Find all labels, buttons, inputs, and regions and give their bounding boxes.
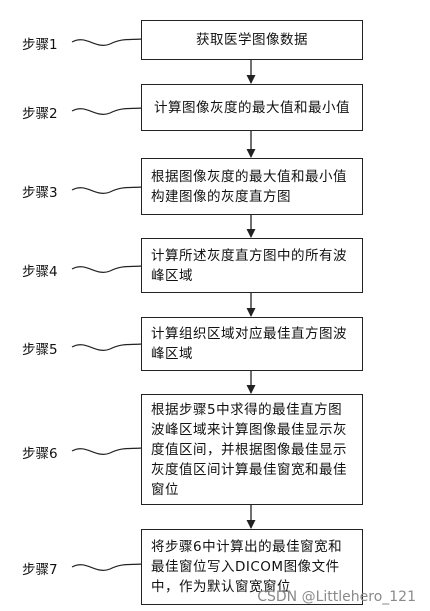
step-1-label: 步骤1 xyxy=(22,37,58,53)
leader-line-6 xyxy=(71,447,143,455)
step-3-text: 根据图像灰度的最大值和最小值构建图像的灰度直方图 xyxy=(151,168,347,205)
step-6-text: 根据步骤5中求得的最佳直方图波峰区域来计算图像最佳显示灰度值区间，并根据图像最佳… xyxy=(151,401,347,498)
step-7-box: 将步骤6中计算出的最佳窗宽和最佳窗位写入DICOM图像文件中，作为默认窗宽窗位 xyxy=(141,529,363,605)
step-2-text: 计算图像灰度的最大值和最小值 xyxy=(154,99,350,116)
step-2-label: 步骤2 xyxy=(22,106,58,122)
step-4-label: 步骤4 xyxy=(22,264,58,280)
leader-line-7 xyxy=(71,563,143,571)
step-1-box: 获取医学图像数据 xyxy=(141,20,363,60)
leader-line-2 xyxy=(71,107,143,115)
leader-line-3 xyxy=(71,186,143,194)
leader-line-4 xyxy=(71,265,143,273)
step-1-text: 获取医学图像数据 xyxy=(196,32,308,48)
step-5-text: 计算组织区域对应最佳直方图波峰区域 xyxy=(151,326,347,362)
leader-line-5 xyxy=(71,343,143,351)
step-3-label: 步骤3 xyxy=(22,185,58,201)
step-3-box: 根据图像灰度的最大值和最小值构建图像的灰度直方图 xyxy=(141,158,363,215)
step-7-text: 将步骤6中计算出的最佳窗宽和最佳窗位写入DICOM图像文件中，作为默认窗宽窗位 xyxy=(151,539,343,595)
step-5-box: 计算组织区域对应最佳直方图波峰区域 xyxy=(141,317,363,371)
step-5-label: 步骤5 xyxy=(22,342,58,358)
step-6-label: 步骤6 xyxy=(22,446,58,462)
watermark: CSDN @Littlehero_121 xyxy=(257,589,416,605)
step-2-box: 计算图像灰度的最大值和最小值 xyxy=(141,84,363,131)
step-4-box: 计算所述灰度直方图中的所有波峰区域 xyxy=(141,238,363,293)
step-6-box: 根据步骤5中求得的最佳直方图波峰区域来计算图像最佳显示灰度值区间，并根据图像最佳… xyxy=(141,394,363,505)
step-4-text: 计算所述灰度直方图中的所有波峰区域 xyxy=(151,247,347,284)
leader-line-1 xyxy=(71,38,143,46)
step-7-label: 步骤7 xyxy=(22,562,58,578)
